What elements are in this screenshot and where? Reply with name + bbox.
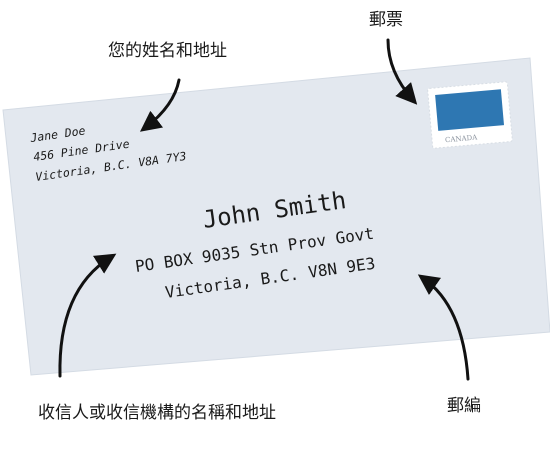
postal-code-label: 郵編 — [447, 396, 481, 416]
stamp-image — [435, 89, 505, 131]
return-address-label: 您的姓名和地址 — [108, 41, 227, 61]
stamp-text: CANADA — [445, 133, 479, 144]
envelope — [2, 57, 550, 376]
arrow-return-address — [139, 78, 181, 132]
recipient-label: 收信人或收信機構的名稱和地址 — [38, 403, 276, 423]
stamp-label: 郵票 — [369, 10, 403, 30]
arrow-postal-code — [417, 274, 470, 381]
stamp: CANADA — [427, 81, 513, 149]
arrow-recipient — [58, 253, 117, 378]
arrow-stamp — [386, 38, 418, 105]
